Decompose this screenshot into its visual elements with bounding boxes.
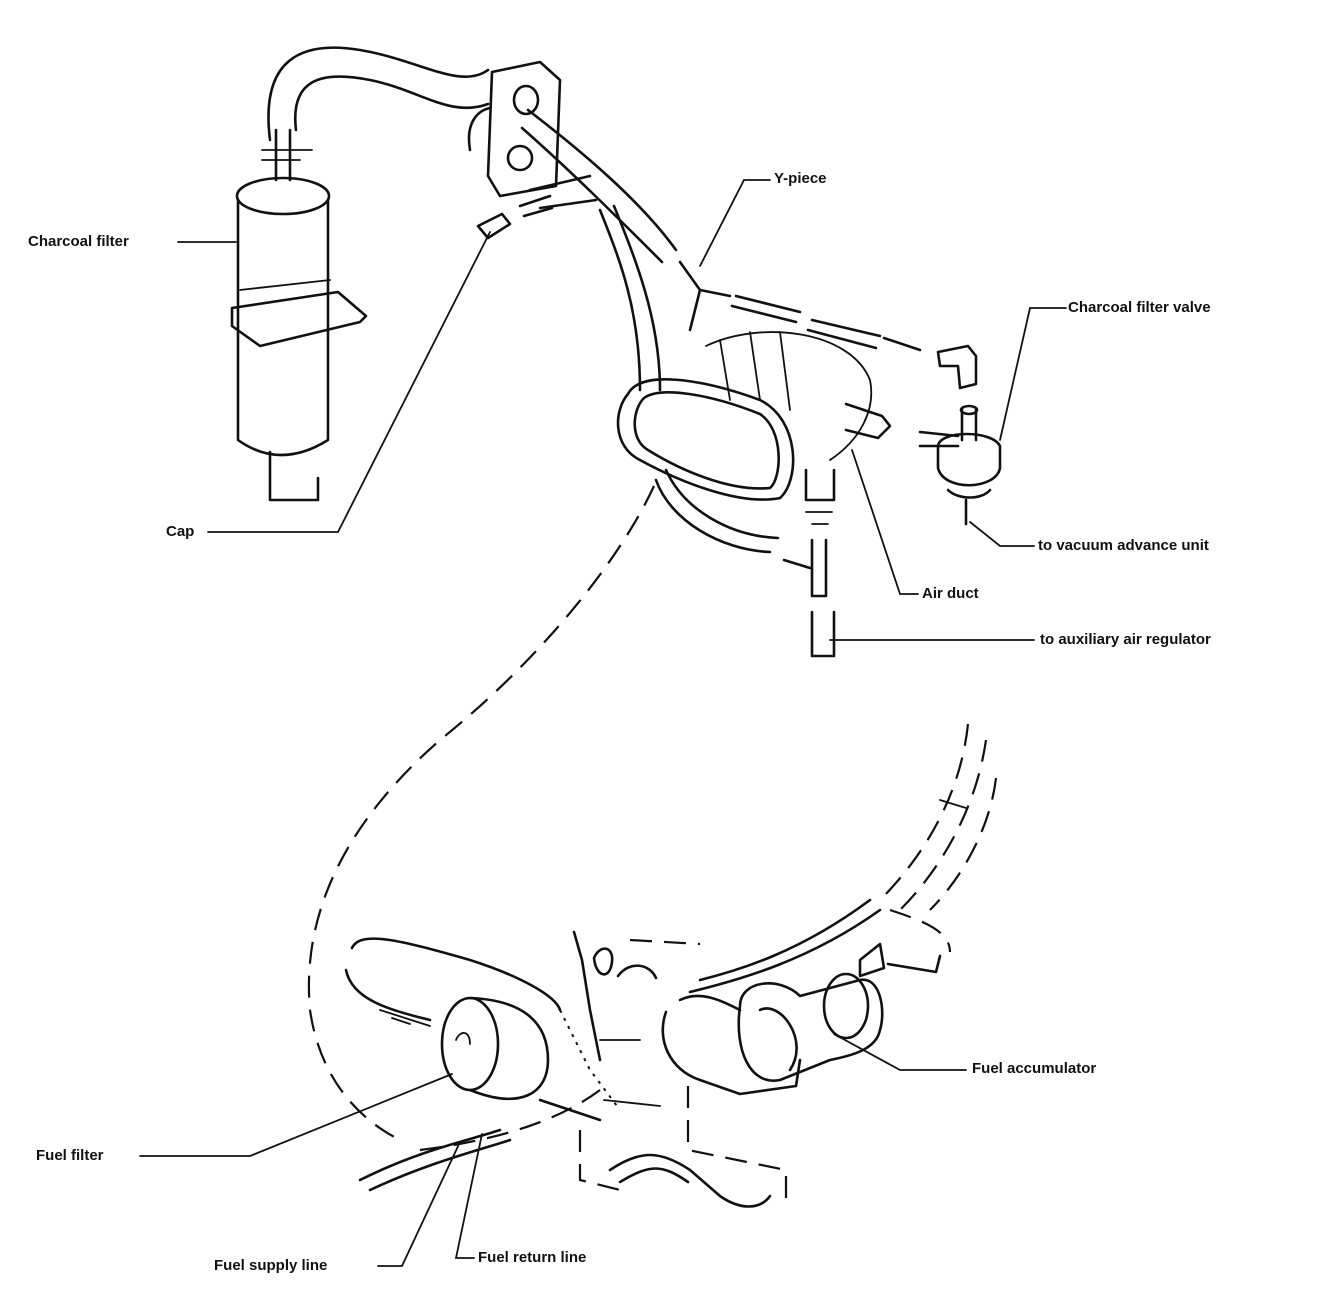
cap-drawing: [476, 212, 512, 240]
y-piece-drawing: [678, 260, 978, 390]
auxiliary-air-regulator-label: to auxiliary air regulator: [1040, 631, 1211, 648]
fuel-accumulator-drawing: [661, 898, 942, 1096]
fuel-filter-drawing: [344, 937, 621, 1122]
dashed-connection-drawing: [307, 485, 655, 1141]
fuel-return-line-label: Fuel return line: [478, 1249, 587, 1266]
charcoal-filter-drawing: [230, 128, 368, 502]
y-piece-label: Y-piece: [774, 170, 827, 187]
cap-label: Cap: [166, 523, 195, 540]
air-duct-label: Air duct: [922, 585, 979, 602]
fuel-accumulator-label: Fuel accumulator: [972, 1060, 1097, 1077]
vacuum-advance-unit-label: to vacuum advance unit: [1038, 537, 1209, 554]
chassis-lines-drawing: [629, 723, 998, 953]
hose-to-regulator-drawing: [654, 468, 836, 658]
leader-lines: [139, 179, 1067, 1267]
pump-bracket-drawing: [572, 930, 661, 1107]
air-duct-drawing: [616, 331, 892, 502]
fuel-supply-line-label: Fuel supply line: [214, 1257, 328, 1274]
charcoal-filter-valve-label: Charcoal filter valve: [1068, 299, 1211, 316]
hose-to-y-piece-drawing: [520, 108, 678, 264]
charcoal-filter-label: Charcoal filter: [28, 233, 129, 250]
dashed-connection-drawing: [419, 1089, 601, 1152]
vent-hose-drawing: [267, 46, 492, 152]
hose-bracket-drawing: [486, 60, 598, 218]
charcoal-filter-valve-drawing: [918, 404, 1002, 526]
hose-to-air-duct-drawing: [598, 204, 662, 392]
fuel-filter-label: Fuel filter: [36, 1147, 104, 1164]
fuel-lines-drawing: [358, 1086, 788, 1208]
